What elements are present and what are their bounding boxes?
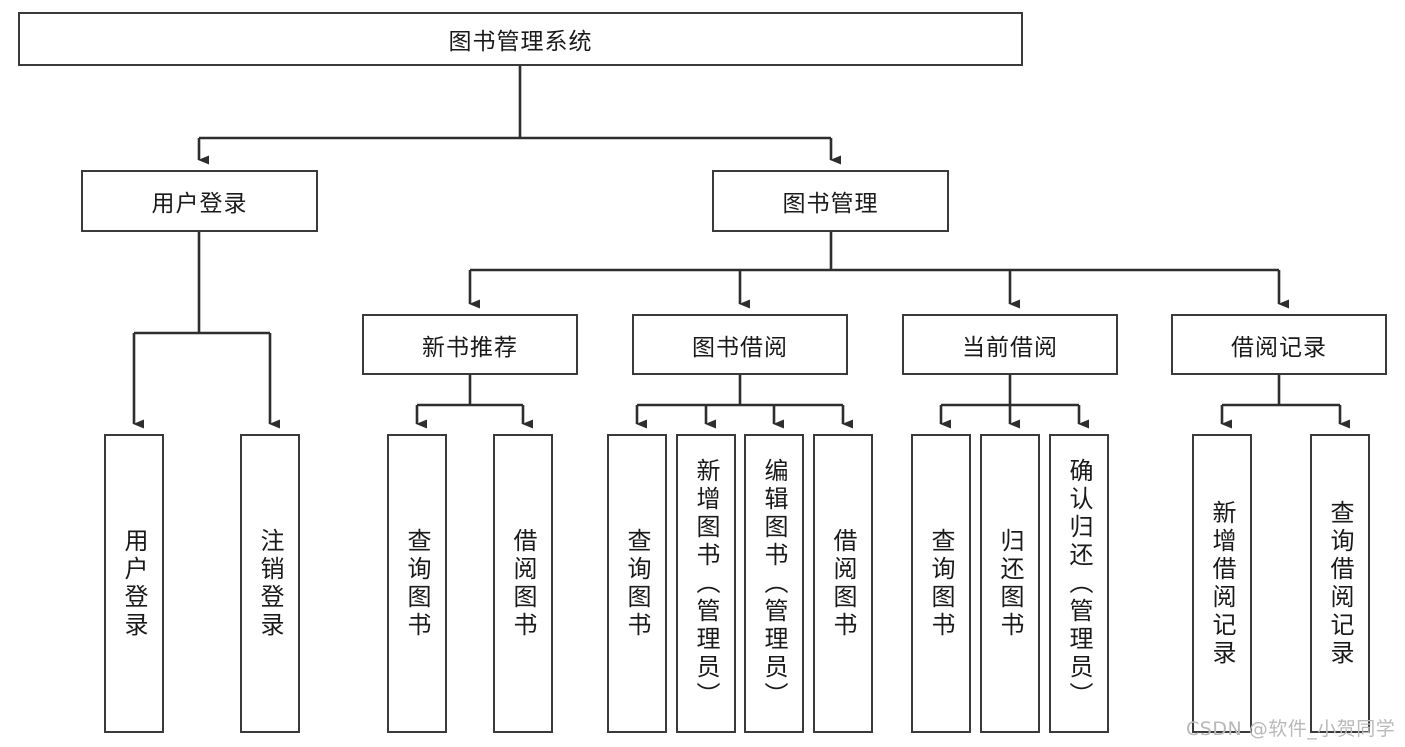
node-label: 图书管理系统 <box>448 29 593 55</box>
leaf-current-borrow-query-book[interactable]: 查询图书 <box>911 434 971 733</box>
node-book-borrow[interactable]: 图书借阅 <box>632 314 848 375</box>
node-label: 用户登录 <box>151 191 248 217</box>
node-label: 借阅图书 <box>829 527 857 640</box>
node-book-management[interactable]: 图书管理 <box>712 170 949 232</box>
node-label: 编辑图书（管理员） <box>760 457 788 710</box>
node-borrow-record[interactable]: 借阅记录 <box>1171 314 1387 375</box>
node-label: 图书管理 <box>782 191 879 217</box>
node-label: 查询图书 <box>927 527 955 640</box>
node-label: 归还图书 <box>996 527 1024 640</box>
node-current-borrow[interactable]: 当前借阅 <box>902 314 1118 375</box>
node-label: 用户登录 <box>120 527 148 640</box>
node-label: 确认归还（管理员） <box>1065 457 1093 710</box>
node-label: 新增图书（管理员） <box>692 457 720 710</box>
node-label: 查询借阅记录 <box>1326 499 1354 668</box>
node-root-book-management-system[interactable]: 图书管理系统 <box>18 12 1023 66</box>
leaf-current-borrow-return-book[interactable]: 归还图书 <box>980 434 1040 733</box>
node-label: 新增借阅记录 <box>1208 499 1236 668</box>
leaf-current-borrow-confirm-return-admin[interactable]: 确认归还（管理员） <box>1049 434 1109 733</box>
node-new-book-recommend[interactable]: 新书推荐 <box>362 314 578 375</box>
leaf-borrow-record-query-record[interactable]: 查询借阅记录 <box>1310 434 1370 733</box>
leaf-book-borrow-borrow-book[interactable]: 借阅图书 <box>813 434 873 733</box>
node-label: 新书推荐 <box>422 334 518 361</box>
leaf-book-borrow-edit-book-admin[interactable]: 编辑图书（管理员） <box>744 434 804 733</box>
node-label: 当前借阅 <box>962 334 1058 361</box>
leaf-user-login-login[interactable]: 用户登录 <box>104 434 164 733</box>
node-label: 借阅记录 <box>1231 334 1327 361</box>
leaf-new-book-borrow-book[interactable]: 借阅图书 <box>493 434 553 733</box>
leaf-book-borrow-add-book-admin[interactable]: 新增图书（管理员） <box>676 434 736 733</box>
node-label: 查询图书 <box>403 527 431 640</box>
leaf-user-login-logout[interactable]: 注销登录 <box>240 434 300 733</box>
node-label: 图书借阅 <box>692 334 788 361</box>
node-label: 注销登录 <box>256 527 284 640</box>
leaf-new-book-query-book[interactable]: 查询图书 <box>387 434 447 733</box>
leaf-book-borrow-query-book[interactable]: 查询图书 <box>607 434 667 733</box>
node-user-login[interactable]: 用户登录 <box>81 170 318 232</box>
leaf-borrow-record-add-record[interactable]: 新增借阅记录 <box>1192 434 1252 733</box>
node-label: 借阅图书 <box>509 527 537 640</box>
node-label: 查询图书 <box>623 527 651 640</box>
watermark: CSDN @软件_小贺同学 <box>1186 718 1396 740</box>
